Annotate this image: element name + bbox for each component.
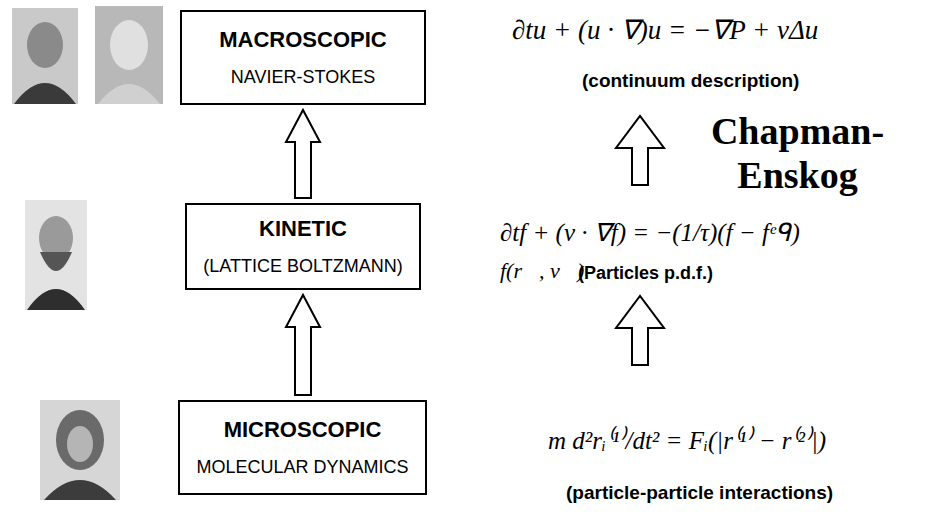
portrait [12,8,78,104]
hollow-arrow [616,296,664,365]
box-subtitle: NAVIER-STOKES [231,67,375,88]
box-heading: KINETIC [259,216,347,242]
box-subtitle: MOLECULAR DYNAMICS [196,457,408,478]
equation: ∂tu + (u · ∇)u = −∇P + νΔu [512,14,818,46]
hollow-arrow [286,110,320,198]
equation: m d²rᵢ⁽¹⁾/dt² = Fᵢ(|r⁽¹⁾ − r⁽²⁾|) [548,422,826,456]
caption-text: (continuum description) [582,70,799,92]
hollow-arrow [286,295,320,395]
box-heading: MACROSCOPIC [219,27,386,53]
box-subtitle: (LATTICE BOLTZMANN) [203,256,402,277]
hollow-arrow [616,116,664,185]
equation: ∂tf + (v · ∇f) = −(1/τ)(f − fᵉᑫ) [500,218,800,247]
method-title: Chapman-Enskog [690,110,905,197]
function-label: f(r⃗, v⃗) [500,258,584,284]
scale-box: MICROSCOPIC MOLECULAR DYNAMICS [178,400,427,495]
scale-box: KINETIC (LATTICE BOLTZMANN) [185,203,421,290]
portrait [40,400,120,500]
box-heading: MICROSCOPIC [224,417,382,443]
caption-text: (particle-particle interactions) [566,482,833,504]
portrait [95,6,163,104]
scale-box: MACROSCOPIC NAVIER-STOKES [180,10,426,105]
caption-text: (Particles p.d.f.) [578,263,713,284]
portrait [25,200,87,310]
